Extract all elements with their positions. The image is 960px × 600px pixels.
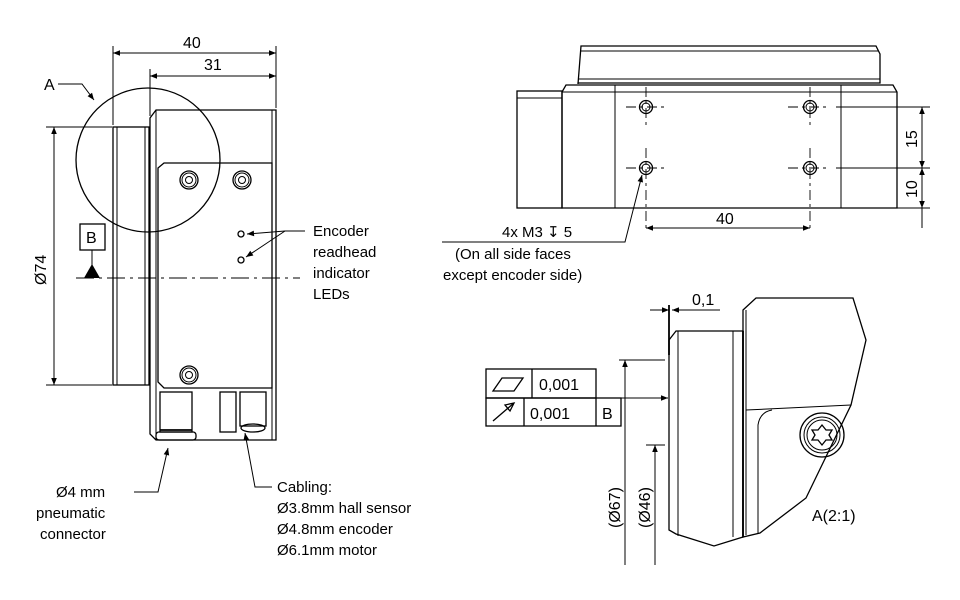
dim-hole-spacing: 40	[716, 211, 734, 228]
detail-view-a: 0,1 0,001 0,001 B (Ø67) (Ø46) A(2:1)	[485, 292, 867, 565]
dim-vertical-upper: 15	[904, 130, 921, 148]
dim-overall-width: 40	[183, 35, 201, 52]
pneumatic-callout-line: connector	[40, 526, 106, 543]
screw-icon	[179, 365, 199, 385]
detail-marker: A	[44, 77, 55, 94]
flatness-icon	[491, 377, 525, 392]
threaded-hole-icon	[626, 87, 668, 128]
dim-diameter-inner: (Ø46)	[637, 487, 654, 528]
detail-body	[742, 297, 867, 538]
cable-gland	[219, 391, 237, 433]
detail-circle-a	[75, 87, 221, 233]
screw-icon	[232, 170, 252, 190]
top-view: 15 10 40 4x M3 ↧ 5 (On all side faces ex…	[442, 45, 930, 284]
dim-diameter-outer: (Ø67)	[607, 487, 624, 528]
encoder-plate	[157, 162, 273, 389]
runout-icon	[492, 402, 516, 422]
tolerance-frame: 0,001 0,001 B	[485, 368, 668, 427]
left-side-view: A 40 31 Ø74 B Encoder readhead indicator…	[33, 35, 411, 559]
dim-offset: 0,1	[692, 292, 714, 309]
detail-flange	[668, 330, 744, 547]
tolerance-datum: B	[602, 406, 613, 423]
main-body	[149, 109, 277, 441]
pneumatic-connector	[159, 391, 193, 433]
cabling-callout-line: Cabling:	[277, 479, 332, 496]
led-icon	[237, 256, 245, 264]
threaded-hole-icon	[626, 148, 668, 232]
thread-callout-line: 4x M3 ↧ 5	[502, 224, 572, 241]
dim-body-width: 31	[204, 57, 222, 74]
dim-diameter: Ø74	[33, 255, 50, 285]
led-icon	[237, 230, 245, 238]
thread-callout-line: (On all side faces	[455, 246, 571, 263]
top-body	[561, 84, 898, 209]
thread-callout-line: except encoder side)	[443, 267, 582, 284]
cabling-callout-line: Ø4.8mm encoder	[277, 521, 393, 538]
detail-label: A(2:1)	[812, 508, 856, 525]
pneumatic-callout-line: pneumatic	[36, 505, 106, 522]
datum-label: B	[86, 230, 97, 247]
tolerance-value: 0,001	[539, 377, 579, 394]
front-flange	[112, 126, 150, 386]
threaded-hole-icon	[788, 148, 830, 232]
top-flange	[577, 45, 881, 85]
dim-vertical-lower: 10	[904, 180, 921, 198]
cabling-callout-line: Ø6.1mm motor	[277, 542, 377, 559]
threaded-hole-icon	[788, 87, 830, 128]
encoder-led-callout-line: LEDs	[313, 286, 350, 303]
cabling-callout-line: Ø3.8mm hall sensor	[277, 500, 411, 517]
cable-gland	[239, 391, 267, 427]
pneumatic-callout-line: Ø4 mm	[56, 484, 105, 501]
torx-screw-icon	[799, 412, 845, 458]
encoder-led-callout-line: indicator	[313, 265, 370, 282]
screw-icon	[179, 170, 199, 190]
connector-housing	[516, 90, 563, 209]
encoder-led-callout-line: Encoder	[313, 223, 369, 240]
encoder-led-callout-line: readhead	[313, 244, 376, 261]
tolerance-value: 0,001	[530, 406, 570, 423]
